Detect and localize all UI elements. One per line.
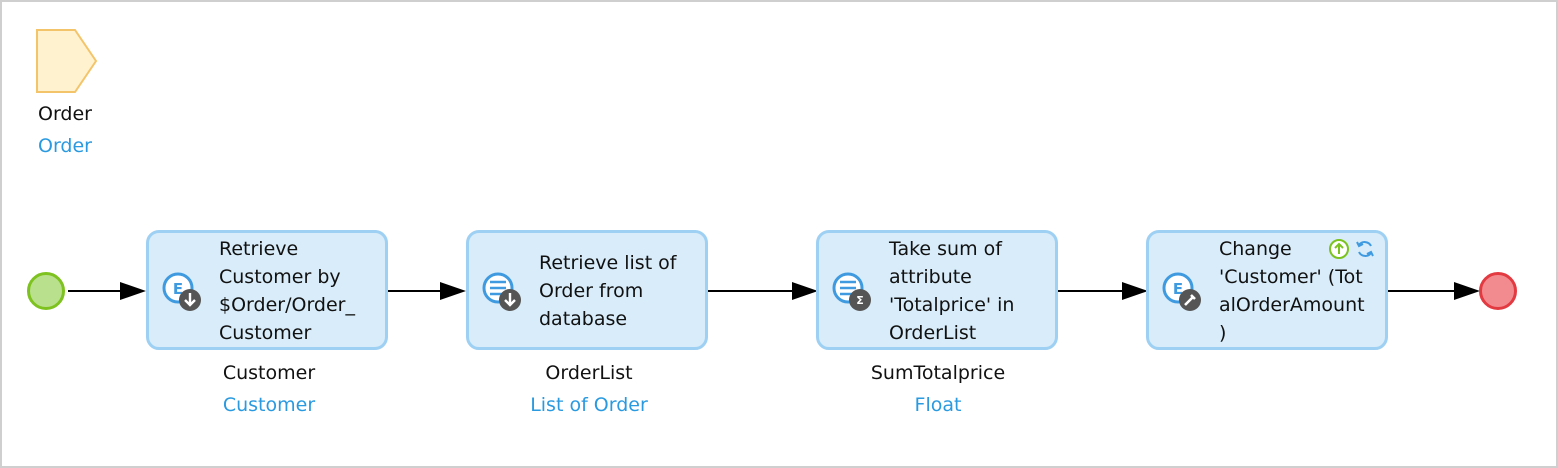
parameter-name: Order	[38, 103, 92, 125]
output-variable-name: Customer	[222, 362, 316, 384]
end-event[interactable]	[1479, 272, 1517, 310]
caption-line: Customer by	[219, 266, 341, 288]
activity-caption: Change 'Customer' (Tot alOrderAmount )	[1219, 236, 1379, 346]
svg-text:E: E	[173, 280, 183, 298]
start-event[interactable]	[27, 272, 65, 310]
list-aggregate-icon: Σ	[832, 272, 871, 311]
activity-change-customer[interactable]: E Change 'Customer' (Tot alOrderAmount )	[1146, 230, 1388, 350]
caption-line: )	[1219, 322, 1227, 344]
output-variable-type: List of Order	[530, 394, 648, 416]
caption-line: attribute	[889, 266, 972, 288]
activity-caption: Retrieve list of Order from database	[539, 236, 699, 346]
flow-aggregate-to-change[interactable]	[1058, 282, 1148, 300]
output-variable-type: Customer	[222, 394, 316, 416]
caption-line: alOrderAmount	[1219, 294, 1365, 316]
caption-line: 'Customer' (Tot	[1219, 266, 1363, 288]
commit-icon	[1329, 239, 1349, 259]
caption-line: Change	[1219, 238, 1292, 260]
flow-retrieve-list-to-aggregate[interactable]	[708, 282, 818, 300]
svg-text:E: E	[1173, 280, 1183, 298]
parameter-icon[interactable]	[35, 28, 99, 94]
activity-aggregate-sum[interactable]: Σ Take sum of attribute 'Totalprice' in …	[816, 230, 1058, 350]
activity-retrieve-order-list[interactable]: Retrieve list of Order from database	[466, 230, 708, 350]
output-variable-name: SumTotalprice	[870, 362, 1006, 384]
object-retrieve-icon: E	[162, 272, 201, 311]
flow-change-to-end[interactable]	[1388, 282, 1480, 300]
caption-line: $Order/Order_	[219, 294, 355, 316]
list-retrieve-icon	[482, 272, 521, 311]
activity-retrieve-customer[interactable]: E Retrieve Customer by $Order/Order_ Cus…	[146, 230, 388, 350]
output-variable-type: Float	[914, 394, 962, 416]
output-variable-name: OrderList	[545, 362, 633, 384]
activity-badges	[1328, 238, 1376, 260]
refresh-icon	[1356, 241, 1374, 257]
activity-caption: Retrieve Customer by $Order/Order_ Custo…	[219, 236, 379, 346]
caption-line: Customer	[219, 322, 312, 344]
caption-line: Order from	[539, 280, 644, 302]
caption-line: 'Totalprice' in	[889, 294, 1015, 316]
parameter-type: Order	[38, 135, 92, 157]
activity-caption: Take sum of attribute 'Totalprice' in Or…	[889, 236, 1049, 346]
caption-line: Retrieve	[219, 238, 299, 260]
flow-retrieve-customer-to-retrieve-list[interactable]	[388, 282, 466, 300]
object-change-icon: E	[1162, 272, 1201, 311]
caption-line: Retrieve list of	[539, 252, 677, 274]
caption-line: Take sum of	[889, 238, 1002, 260]
caption-line: database	[539, 308, 628, 330]
svg-text:Σ: Σ	[856, 294, 864, 307]
flow-start-to-retrieve-customer[interactable]	[68, 282, 146, 300]
caption-line: OrderList	[889, 322, 977, 344]
